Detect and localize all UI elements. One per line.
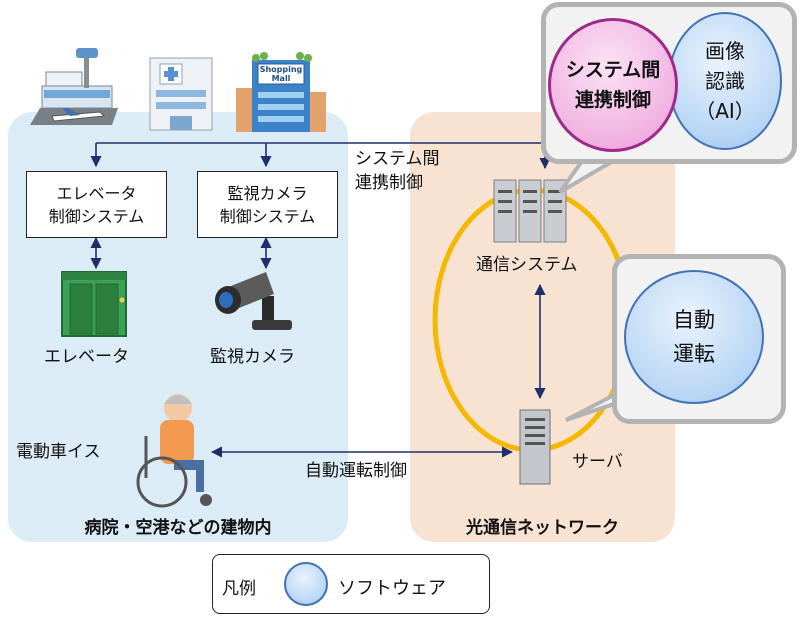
camera-control-line-2: 制御システム xyxy=(219,206,316,226)
shopping-mall-sign: Shopping Mall xyxy=(258,65,304,83)
image-recognition-bubble: 画像 認識 （AI） xyxy=(668,12,782,150)
image-recognition-line-2: 認識 xyxy=(705,69,745,93)
building-panel-caption: 病院・空港などの建物内 xyxy=(84,518,272,538)
shopping-sign-line-2: Mall xyxy=(271,74,291,83)
inter-system-control-bubble: システム間 連携制御 xyxy=(548,18,678,152)
security-camera-icon xyxy=(215,272,292,330)
camera-control-line-1: 監視カメラ xyxy=(227,183,308,203)
shopping-sign-line-1: Shopping xyxy=(259,65,303,74)
elevator-label: エレベータ xyxy=(44,347,129,367)
elevator-control-system-box: エレベータ 制御システム xyxy=(26,171,167,238)
image-recognition-line-1: 画像 xyxy=(705,39,745,63)
inter-system-link-line-2: 連携制御 xyxy=(355,173,423,193)
comm-system-label: 通信システム xyxy=(476,255,578,275)
inter-system-link-label: システム間 連携制御 xyxy=(355,147,440,195)
airport-icon xyxy=(30,48,118,125)
inter-system-connector xyxy=(90,142,551,170)
auto-driving-link-label: 自動運転制御 xyxy=(305,461,407,481)
network-panel-caption: 光通信ネットワーク xyxy=(466,518,619,538)
comm-system-racks xyxy=(493,179,567,243)
server-label: サーバ xyxy=(572,452,623,472)
inter-system-link-line-1: システム間 xyxy=(355,149,440,169)
legend-box xyxy=(212,554,490,614)
camera-label: 監視カメラ xyxy=(210,347,295,367)
inter-system-bubble-line-2: 連携制御 xyxy=(574,89,651,111)
hospital-icon xyxy=(149,57,213,131)
elevator-control-line-1: エレベータ xyxy=(56,183,137,203)
elevator-icon xyxy=(61,271,127,337)
image-recognition-line-3: （AI） xyxy=(695,99,755,123)
elevator-control-line-2: 制御システム xyxy=(48,206,145,226)
auto-driving-bubble-line-2: 運転 xyxy=(673,342,715,366)
auto-driving-bubble: 自動 運転 xyxy=(624,270,764,404)
inter-system-bubble-line-1: システム間 xyxy=(565,59,661,81)
legend-software-label: ソフトウェア xyxy=(338,578,446,599)
auto-driving-bubble-line-1: 自動 xyxy=(673,308,715,332)
legend-software-icon xyxy=(284,562,328,606)
camera-control-system-box: 監視カメラ 制御システム xyxy=(197,171,338,238)
server-tower xyxy=(519,409,551,485)
wheelchair-label: 電動車イス xyxy=(16,442,101,462)
shopping-mall-icon xyxy=(236,52,326,132)
legend-title: 凡例 xyxy=(222,579,256,599)
wheelchair-person-icon xyxy=(136,394,212,508)
